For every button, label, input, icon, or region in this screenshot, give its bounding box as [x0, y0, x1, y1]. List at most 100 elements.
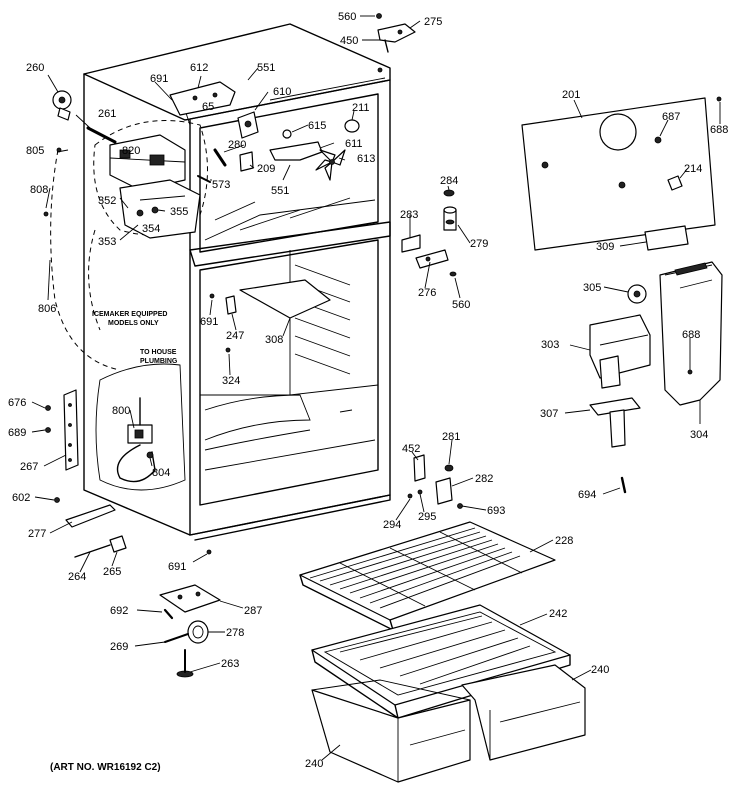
- leader-lines: [31, 15, 721, 761]
- label-278: 278: [226, 627, 244, 639]
- label-214: 214: [684, 163, 702, 175]
- label-694: 694: [578, 489, 596, 501]
- part-304-air-duct: [659, 261, 723, 406]
- label-276: 276: [418, 287, 436, 299]
- part-283-hinge: [401, 234, 421, 253]
- fill-tube: [50, 149, 121, 371]
- part-265-cap: [74, 535, 127, 558]
- part-242-crisper-cover: [311, 604, 571, 719]
- part-labels: 560 275 450 260 612 551 691 610 261 65 2…: [8, 11, 728, 770]
- label-264: 264: [68, 571, 86, 583]
- label-353: 353: [98, 236, 116, 248]
- part-305: [627, 284, 647, 304]
- label-804: 804: [152, 467, 170, 479]
- part-228-wire-shelf: [299, 521, 556, 631]
- label-615: 615: [308, 120, 326, 132]
- part-240-crisper-drawer-right: [461, 664, 586, 761]
- part-612-bracket: [169, 81, 236, 116]
- label-242: 242: [549, 608, 567, 620]
- part-452: [413, 454, 426, 482]
- label-247: 247: [226, 330, 244, 342]
- label-295: 295: [418, 511, 436, 523]
- label-279: 279: [470, 238, 488, 250]
- label-304: 304: [690, 429, 708, 441]
- label-573: 573: [212, 179, 230, 191]
- label-613: 613: [357, 153, 375, 165]
- label-284: 284: [440, 175, 458, 187]
- icemaker-assembly: [86, 120, 208, 239]
- label-560-top: 560: [338, 11, 356, 23]
- part-260-clamp: [52, 90, 72, 121]
- label-688-top: 688: [710, 124, 728, 136]
- art-number: (ART NO. WR16192 C2): [50, 762, 161, 773]
- label-800: 800: [112, 405, 130, 417]
- label-610: 610: [273, 86, 291, 98]
- label-305: 305: [583, 282, 601, 294]
- label-211: 211: [352, 102, 370, 114]
- label-808: 808: [30, 184, 48, 196]
- label-277: 277: [28, 528, 46, 540]
- label-263: 263: [221, 658, 239, 670]
- part-287-bracket: [159, 584, 221, 613]
- label-275: 275: [424, 16, 442, 28]
- label-201: 201: [562, 89, 580, 101]
- label-209: 209: [257, 163, 275, 175]
- part-610-control: [237, 111, 259, 139]
- label-309: 309: [596, 241, 614, 253]
- part-276-hinge: [415, 249, 457, 277]
- label-265: 265: [103, 566, 121, 578]
- label-283: 283: [400, 209, 418, 221]
- part-211-knob: [344, 119, 360, 133]
- part-308-cover: [239, 279, 331, 319]
- label-352: 352: [98, 195, 116, 207]
- part-279-valve: [443, 206, 457, 231]
- cabinet: [83, 23, 391, 541]
- label-240-left: 240: [305, 758, 323, 770]
- part-694-screw: [620, 476, 627, 494]
- part-615: [282, 129, 292, 139]
- label-303: 303: [541, 339, 559, 351]
- label-693: 693: [487, 505, 505, 517]
- part-573: [197, 175, 211, 183]
- label-691-mid: 691: [200, 316, 218, 328]
- label-287: 287: [244, 605, 262, 617]
- label-282: 282: [475, 473, 493, 485]
- part-613-fan: [315, 149, 346, 181]
- label-688-mid: 688: [682, 329, 700, 341]
- label-261: 261: [98, 108, 116, 120]
- label-820: 820: [122, 145, 140, 157]
- part-309-plate: [644, 225, 689, 251]
- part-280: [213, 148, 227, 167]
- part-281: [444, 464, 454, 472]
- part-284-grommet: [443, 189, 455, 197]
- icemaker-note-line1: ICEMAKER EQUIPPED: [92, 311, 167, 318]
- part-240-crisper-drawer-left: [311, 679, 471, 783]
- part-611-bracket: [269, 141, 323, 161]
- label-805: 805: [26, 145, 44, 157]
- label-355: 355: [170, 206, 188, 218]
- label-560-mid: 560: [452, 299, 470, 311]
- label-611: 611: [345, 138, 363, 150]
- label-281: 281: [442, 431, 460, 443]
- label-260: 260: [26, 62, 44, 74]
- label-280: 280: [228, 139, 246, 151]
- label-452: 452: [402, 443, 420, 455]
- label-551-mid: 551: [271, 185, 289, 197]
- house-plumbing-note-line1: TO HOUSE: [140, 349, 177, 356]
- label-450: 450: [340, 35, 358, 47]
- icemaker-note-line2: MODELS ONLY: [108, 320, 159, 327]
- label-307: 307: [540, 408, 558, 420]
- label-269: 269: [110, 641, 128, 653]
- part-247: [225, 295, 237, 315]
- label-308: 308: [265, 334, 283, 346]
- label-324: 324: [222, 375, 240, 387]
- label-612: 612: [190, 62, 208, 74]
- part-303-duct: [589, 314, 651, 389]
- label-551-top: 551: [257, 62, 275, 74]
- label-354: 354: [142, 223, 160, 235]
- label-691-top: 691: [150, 73, 168, 85]
- label-65: 65: [202, 101, 214, 113]
- house-plumbing-note-line2: PLUMBING: [140, 358, 178, 365]
- part-307-damper: [589, 397, 641, 448]
